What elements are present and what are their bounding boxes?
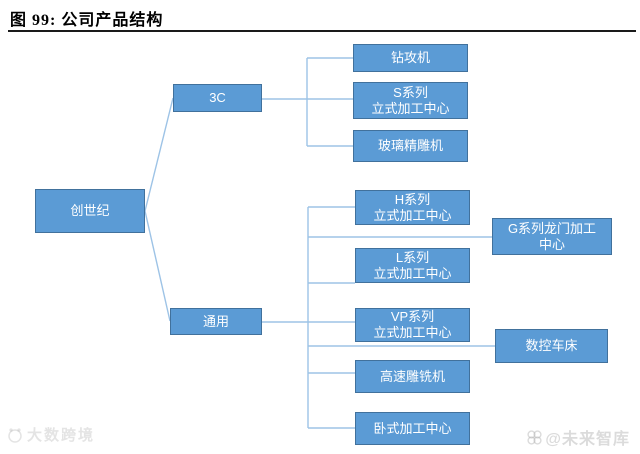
title-divider bbox=[8, 30, 636, 32]
clover-logo-icon bbox=[527, 429, 542, 445]
figure-title: 图 99: 公司产品结构 bbox=[10, 12, 164, 29]
connector-root-3c bbox=[144, 97, 174, 212]
node-h-series-vmc: H系列 立式加工中心 bbox=[355, 190, 470, 225]
node-s-series-vmc: S系列 立式加工中心 bbox=[353, 82, 468, 119]
watermark-right-text: @未来智库 bbox=[545, 431, 630, 448]
node-drill-tap-machine: 钻攻机 bbox=[353, 44, 468, 72]
node-highspeed-engraving-milling: 高速雕铣机 bbox=[355, 360, 470, 393]
node-general: 通用 bbox=[170, 308, 262, 335]
watermark-left-text: 大数跨境 bbox=[27, 427, 96, 444]
node-vp-series-vmc: VP系列 立式加工中心 bbox=[355, 308, 470, 342]
node-cnc-lathe: 数控车床 bbox=[495, 329, 608, 363]
node-g-series-gantry: G系列龙门加工 中心 bbox=[492, 218, 612, 255]
dashu-logo-icon bbox=[8, 427, 22, 443]
watermark-bottom-right: @未来智库 bbox=[526, 425, 630, 449]
node-genesis: 创世纪 bbox=[35, 189, 145, 233]
connector-root-general bbox=[144, 210, 171, 322]
node-3c: 3C bbox=[173, 84, 262, 112]
watermark-bottom-left: 大数跨境 bbox=[6, 424, 95, 445]
node-l-series-vmc: L系列 立式加工中心 bbox=[355, 248, 470, 283]
node-glass-engraving-machine: 玻璃精雕机 bbox=[353, 130, 468, 162]
node-horizontal-machining-center: 卧式加工中心 bbox=[355, 412, 470, 445]
